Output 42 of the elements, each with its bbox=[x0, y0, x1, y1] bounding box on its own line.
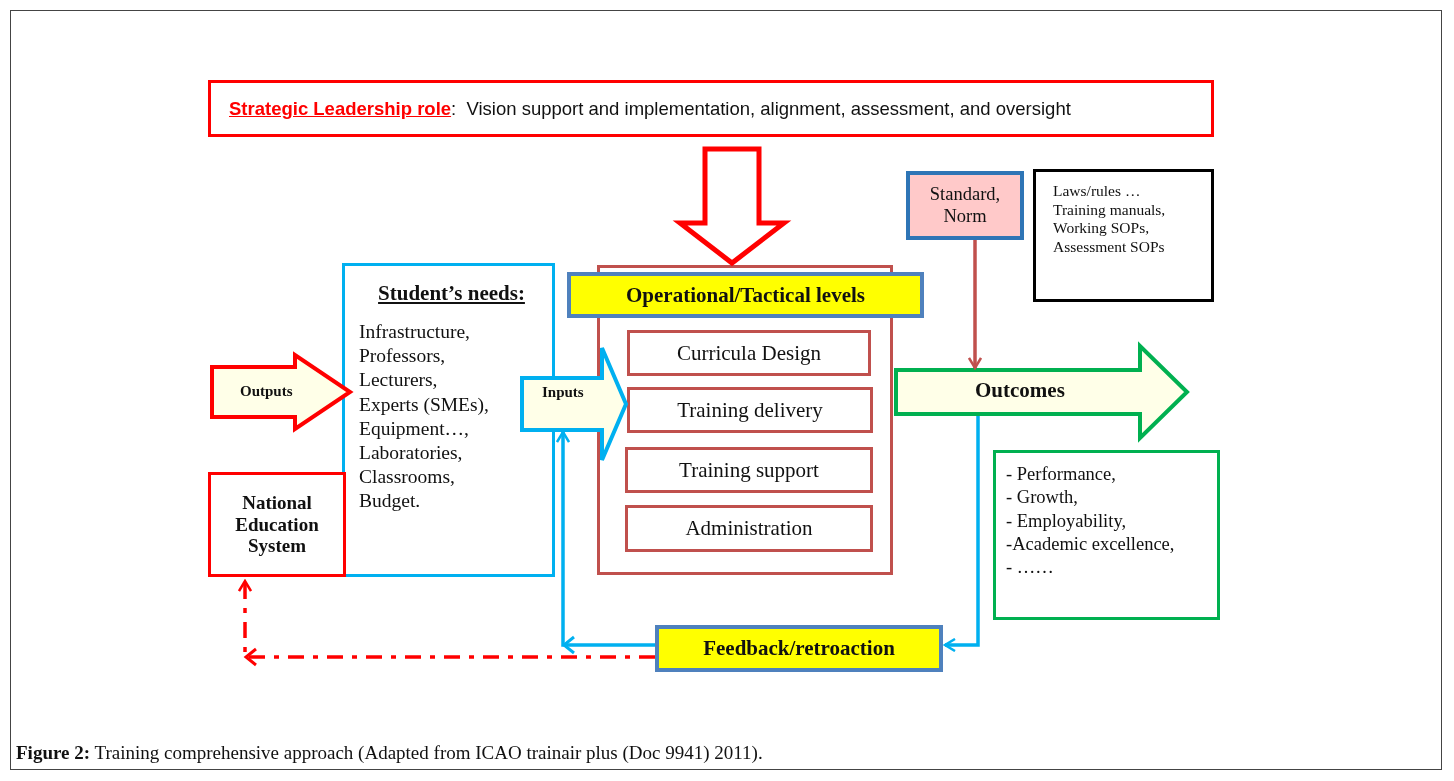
references-box bbox=[1033, 169, 1214, 302]
box-label: Feedback/retroaction bbox=[702, 636, 896, 661]
list-item: - …… bbox=[1006, 556, 1055, 580]
list-item: Professors, bbox=[359, 344, 447, 369]
standard-box bbox=[906, 171, 1024, 240]
activity-box bbox=[627, 387, 873, 433]
box-label: Training support bbox=[678, 457, 820, 483]
arrow-label: Outcomes bbox=[975, 378, 1065, 403]
box-label: Curricula Design bbox=[675, 340, 822, 366]
list-item: -Academic excellence, bbox=[1006, 532, 1176, 556]
needs-heading: Student’s needs: bbox=[377, 280, 526, 307]
box-label: Standard, Norm bbox=[928, 184, 1002, 227]
box-label: National Education System bbox=[234, 491, 320, 558]
list-item: - Performance, bbox=[1006, 463, 1117, 486]
activity-box bbox=[625, 505, 873, 552]
list-item: Working SOPs, bbox=[1053, 219, 1151, 238]
activity-box bbox=[627, 330, 871, 376]
box-label: Administration bbox=[684, 516, 814, 541]
header-label: Operational/Tactical levels bbox=[625, 282, 866, 308]
list-item: Equipment…, bbox=[359, 416, 470, 441]
list-item: Laws/rules … bbox=[1053, 182, 1142, 201]
results-box bbox=[993, 450, 1220, 620]
list-item: - Growth, bbox=[1006, 486, 1079, 510]
list-item: Classrooms, bbox=[359, 465, 456, 490]
banner-text: Strategic Leadership role: Vision support and implementation, alignment, assessment, and oversight bbox=[229, 97, 1072, 120]
arrow-label: Outputs bbox=[240, 383, 293, 400]
levels-header bbox=[567, 272, 924, 318]
list-item: Assessment SOPs bbox=[1053, 237, 1166, 257]
list-item: Training manuals, bbox=[1053, 200, 1167, 220]
box-label: Training delivery bbox=[676, 397, 824, 423]
arrow-label: Inputs bbox=[542, 384, 584, 401]
list-item: Lecturers, bbox=[359, 368, 439, 393]
role-banner bbox=[208, 80, 1214, 137]
list-item: Laboratories, bbox=[359, 440, 464, 465]
list-item: Experts (SMEs), bbox=[359, 392, 490, 417]
figure-caption: Figure 2: Training comprehensive approach (Adapted from ICAO trainair plus (Doc 9941) 2011). bbox=[16, 742, 763, 764]
list-item: Budget. bbox=[359, 489, 422, 514]
list-item: - Employability, bbox=[1006, 509, 1128, 533]
system-box bbox=[208, 472, 346, 577]
feedback-box bbox=[655, 625, 943, 672]
list-item: Infrastructure, bbox=[359, 320, 471, 345]
activity-box bbox=[625, 447, 873, 493]
